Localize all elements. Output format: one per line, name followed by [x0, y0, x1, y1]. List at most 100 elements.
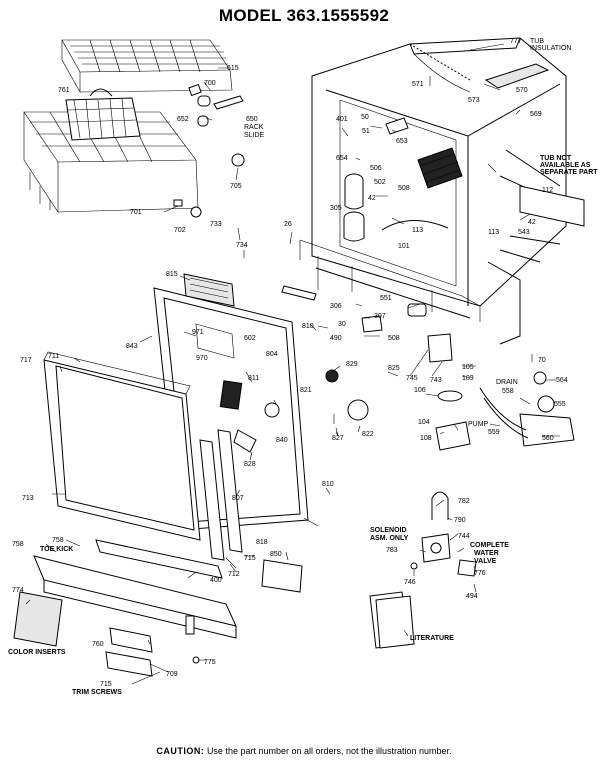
- callout: 506: [370, 165, 382, 172]
- callout: 743: [430, 377, 442, 384]
- callout: 818: [256, 539, 268, 546]
- callout: 51: [362, 128, 370, 135]
- callout: DRAIN: [496, 379, 518, 386]
- callout: 30: [338, 321, 346, 328]
- callout: 807: [232, 495, 244, 502]
- callout: 570: [516, 87, 528, 94]
- callout-labels: 615 700 761 650 RACK SLIDE 652 705 701 7…: [8, 38, 598, 696]
- callout: 821: [300, 387, 312, 394]
- callout: 733: [210, 221, 222, 228]
- callout: 776: [474, 570, 486, 577]
- tub-heating-and-spray-parts: [343, 117, 585, 345]
- callout: 709: [166, 671, 178, 678]
- callout: ASM. ONLY: [370, 535, 409, 542]
- callout: 306: [330, 303, 342, 310]
- callout: 783: [386, 547, 398, 554]
- callout: LITERATURE: [410, 635, 454, 642]
- callout: 790: [454, 517, 466, 524]
- callout: RACK: [244, 124, 264, 131]
- callout: 815: [166, 271, 178, 278]
- caution-label: CAUTION:: [156, 746, 205, 756]
- callout: 104: [418, 419, 430, 426]
- callout: 700: [204, 80, 216, 87]
- callout: 715: [100, 681, 112, 688]
- callout: 715: [244, 555, 256, 562]
- callout: 652: [177, 116, 189, 123]
- callout: 101: [398, 243, 410, 250]
- callout: SLIDE: [244, 132, 265, 139]
- callout: 843: [126, 343, 138, 350]
- callout: 811: [248, 375, 259, 382]
- door-outer-panel: [43, 351, 243, 561]
- callout: 810: [322, 481, 334, 488]
- callout: 745: [406, 375, 418, 382]
- callout: 602: [244, 335, 256, 342]
- callout: 711: [48, 353, 59, 360]
- callout: 758: [52, 537, 64, 544]
- callout: 828: [244, 461, 256, 468]
- callout: COLOR INSERTS: [8, 649, 66, 656]
- upper-dish-rack: [61, 39, 233, 94]
- callout: 615: [227, 65, 239, 72]
- callout: 560: [542, 435, 554, 442]
- callout: 401: [336, 116, 348, 123]
- callout: 650: [246, 116, 258, 123]
- callout: 400: [210, 577, 222, 584]
- callout: 502: [374, 179, 386, 186]
- page-title: MODEL 363.1555592: [218, 6, 390, 25]
- callout: 42: [528, 219, 536, 226]
- callout: 653: [396, 138, 408, 145]
- callout: 113: [412, 227, 423, 234]
- rack-slide-parts: [173, 83, 245, 218]
- callout: 42: [368, 195, 376, 202]
- callout: 307: [374, 313, 386, 320]
- callout: 717: [20, 357, 32, 364]
- callout: 744: [458, 533, 470, 540]
- callout: 822: [362, 431, 374, 438]
- callout: TOE KICK: [40, 546, 73, 553]
- literature-sheet: [369, 591, 415, 649]
- callout: 543: [518, 229, 530, 236]
- callout: 825: [388, 365, 400, 372]
- callout: SEPARATE PART: [540, 169, 598, 176]
- callout: 108: [420, 435, 432, 442]
- callout: 106: [414, 387, 426, 394]
- callout: 971: [192, 329, 204, 336]
- callout: 508: [398, 185, 410, 192]
- callout: TUB: [530, 38, 544, 45]
- caution-note: CAUTION: Use the part number on all orde…: [0, 746, 608, 756]
- callout: INSULATION: [530, 45, 572, 52]
- callout: 758: [12, 541, 24, 548]
- callout: VALVE: [474, 558, 497, 565]
- callout: 26: [284, 221, 292, 228]
- callout: 569: [530, 111, 542, 118]
- callout: 829: [346, 361, 358, 368]
- callout: 712: [228, 571, 240, 578]
- callout: SOLENOID: [370, 527, 407, 534]
- callout: 810: [302, 323, 314, 330]
- callout: 734: [236, 242, 248, 249]
- callout: 702: [174, 227, 186, 234]
- callout: 761: [58, 87, 70, 94]
- callout: TRIM SCREWS: [72, 689, 122, 696]
- callout: 701: [130, 209, 142, 216]
- silverware-basket: [65, 88, 141, 141]
- callout: 777: [510, 38, 522, 45]
- callout: 705: [230, 183, 242, 190]
- callout: 804: [266, 351, 278, 358]
- callout: 713: [22, 495, 34, 502]
- callout: 746: [404, 579, 416, 586]
- water-valve-assembly: [410, 491, 477, 577]
- leader-lines: [25, 43, 560, 685]
- callout: 490: [330, 335, 342, 342]
- callout: 551: [380, 295, 392, 302]
- callout: PUMP: [468, 421, 489, 428]
- callout: 571: [412, 81, 424, 88]
- callout: 305: [330, 205, 342, 212]
- callout: 558: [502, 388, 514, 395]
- callout: AVAILABLE AS: [540, 162, 591, 169]
- callout: 654: [336, 155, 348, 162]
- callout: 105: [462, 364, 474, 371]
- callout: COMPLETE: [470, 542, 509, 549]
